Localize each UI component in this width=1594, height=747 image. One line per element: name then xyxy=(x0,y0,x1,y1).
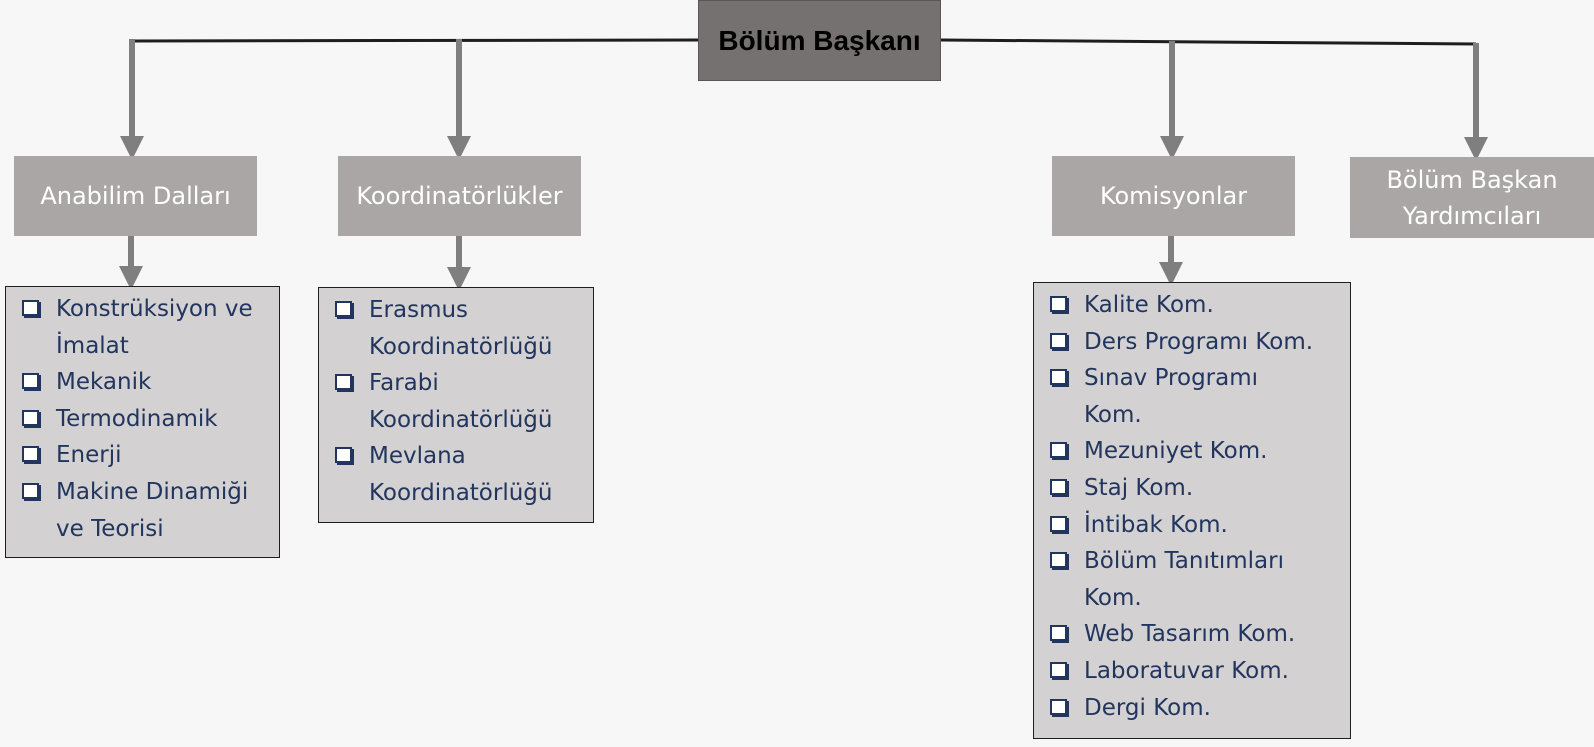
list-item-line: Web Tasarım Kom. xyxy=(1084,621,1296,648)
komisyonlar-list: Kalite Kom. Ders Programı Kom. Sınav Pro… xyxy=(1033,282,1351,739)
list-item-line: Mevlana xyxy=(369,443,466,470)
checkbox-bullet-icon xyxy=(1050,332,1067,349)
list-item: Web Tasarım Kom. xyxy=(1034,616,1350,653)
list-item-line: Dergi Kom. xyxy=(1084,694,1211,721)
checkbox-bullet-icon xyxy=(1050,661,1067,678)
list-item-line: ve Teorisi xyxy=(56,515,164,542)
checkbox-bullet-icon xyxy=(335,447,352,464)
list-item-line: Makine Dinamiği xyxy=(56,478,249,505)
list-item-line: Sınav Programı xyxy=(1084,365,1259,392)
list-item-line: Mezuniyet Kom. xyxy=(1084,438,1268,465)
unit-node-label: Koordinatörlükler xyxy=(356,182,563,210)
top-connector-left xyxy=(131,38,699,43)
checkbox-bullet-icon xyxy=(1050,552,1067,569)
checkbox-bullet-icon xyxy=(22,446,39,463)
root-node-label: Bölüm Başkanı xyxy=(718,24,921,56)
top-connector-right xyxy=(940,38,1477,46)
list-item-line: Koordinatörlüğü xyxy=(369,406,553,433)
checkbox-bullet-icon xyxy=(1050,442,1067,459)
unit-node-koordinatorlukler: Koordinatörlükler xyxy=(338,156,581,236)
list-item-line: Ders Programı Kom. xyxy=(1084,328,1314,355)
list-item: Makine Dinamiği ve Teorisi xyxy=(6,474,279,547)
list-item-line: Farabi xyxy=(369,370,439,397)
root-node-bolum-baskani: Bölüm Başkanı xyxy=(698,0,941,81)
checkbox-bullet-icon xyxy=(22,373,39,390)
list-item: Konstrüksiyon ve İmalat xyxy=(6,291,279,364)
list-item-line: Laboratuvar Kom. xyxy=(1084,657,1289,684)
list-item-line: Mekanik xyxy=(56,369,152,396)
unit-node-anabilim-dallari: Anabilim Dalları xyxy=(14,156,257,236)
unit-node-label: Komisyonlar xyxy=(1099,182,1248,210)
checkbox-bullet-icon xyxy=(335,374,352,391)
unit-node-bolum-baskan-yardimcilari: Bölüm Başkan Yardımcıları xyxy=(1350,157,1594,238)
checkbox-bullet-icon xyxy=(1050,515,1067,532)
list-item: Termodinamik xyxy=(6,401,279,438)
list-item: Staj Kom. xyxy=(1034,470,1350,507)
list-item: Enerji xyxy=(6,437,279,474)
list-item: Kalite Kom. xyxy=(1034,287,1350,324)
checkbox-bullet-icon xyxy=(1050,625,1067,642)
list-item-line: Bölüm Tanıtımları xyxy=(1084,548,1284,575)
list-item-line: Konstrüksiyon ve xyxy=(56,296,253,322)
list-item: İntibak Kom. xyxy=(1034,507,1350,544)
list-item-line: İmalat xyxy=(56,332,129,359)
list-item-line: Koordinatörlüğü xyxy=(369,479,553,506)
unit-node-komisyonlar: Komisyonlar xyxy=(1052,156,1295,236)
list-item-line: Kalite Kom. xyxy=(1084,292,1214,318)
checkbox-bullet-icon xyxy=(1050,296,1067,312)
list-item-line: İntibak Kom. xyxy=(1084,511,1228,538)
list-item: Dergi Kom. xyxy=(1034,690,1350,727)
list-item: Mezuniyet Kom. xyxy=(1034,433,1350,470)
anabilim-dallari-list: Konstrüksiyon ve İmalat Mekanik Termodina… xyxy=(5,286,280,558)
list-item-line: Staj Kom. xyxy=(1084,474,1194,501)
list-item: Mekanik xyxy=(6,364,279,401)
list-item-line: Enerji xyxy=(56,442,122,469)
list-item: Laboratuvar Kom. xyxy=(1034,653,1350,690)
checkbox-bullet-icon xyxy=(1050,369,1067,386)
checkbox-bullet-icon xyxy=(22,409,39,426)
list-item: Ders Programı Kom. xyxy=(1034,324,1350,361)
checkbox-bullet-icon xyxy=(1050,478,1067,495)
list-item-line: Termodinamik xyxy=(56,405,218,432)
list-item-line: Erasmus xyxy=(369,297,469,323)
checkbox-bullet-icon xyxy=(22,482,39,499)
checkbox-bullet-icon xyxy=(335,301,352,317)
unit-node-label: Anabilim Dalları xyxy=(40,182,231,210)
checkbox-bullet-icon xyxy=(1050,698,1067,715)
list-item-line: Koordinatörlüğü xyxy=(369,333,553,360)
unit-node-label: Bölüm Başkan Yardımcıları xyxy=(1386,165,1558,230)
checkbox-bullet-icon xyxy=(22,300,39,316)
list-item-line: Kom. xyxy=(1084,584,1142,611)
list-item-line: Kom. xyxy=(1084,401,1142,428)
